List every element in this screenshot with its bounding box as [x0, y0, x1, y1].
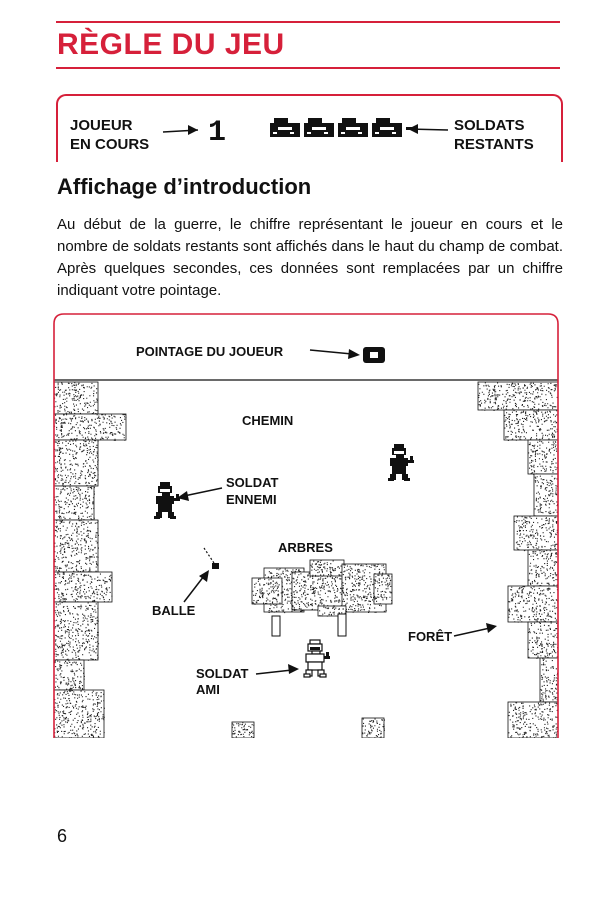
- friendly-soldier-icon: [303, 639, 330, 678]
- arrow-left-icon: [177, 487, 223, 501]
- tree-trunk: [337, 613, 347, 637]
- enemy-soldier-icon: [388, 444, 414, 481]
- soldiers-remaining-icons: [270, 118, 414, 137]
- speckle-dots: [508, 702, 558, 738]
- hud-display-panel: 1 JOUEUR EN COURS SOLDATS RESTANTS: [56, 94, 563, 162]
- speckle-block: [373, 573, 393, 605]
- forest-label: FORÊT: [408, 629, 452, 644]
- arrow-head: [408, 124, 418, 134]
- hud-graphics: 1: [162, 116, 449, 150]
- header-rule-top: [56, 21, 560, 23]
- speckle-dots: [292, 572, 353, 612]
- path-label: CHEMIN: [242, 413, 293, 428]
- bullet-icon: [203, 547, 219, 569]
- speckle-dots: [310, 560, 344, 577]
- speckle-dots: [232, 722, 255, 738]
- friend-label-line1: SOLDAT: [196, 666, 249, 681]
- arrow-up-icon: [183, 570, 209, 603]
- speckle-block: [54, 413, 127, 441]
- soldiers-remaining-label-line1: SOLDATS: [454, 117, 525, 134]
- forest-left: [54, 381, 127, 738]
- speckle-dots: [54, 440, 99, 487]
- speckle-dots: [528, 440, 558, 475]
- speckle-block: [54, 659, 85, 691]
- speckle-dots: [54, 690, 105, 738]
- speckle-dots: [374, 574, 393, 605]
- section-title: Affichage d’introduction: [57, 174, 312, 199]
- speckle-dots: [54, 486, 95, 521]
- arrow-right-icon: [453, 623, 497, 637]
- trees-label: ARBRES: [278, 540, 333, 555]
- score-label: POINTAGE DU JOUEUR: [136, 344, 284, 359]
- speckle-block: [533, 473, 558, 517]
- playfield-border: [53, 313, 559, 738]
- trees-icon: [251, 559, 393, 637]
- speckle-block: [503, 409, 558, 441]
- arrow-right-icon: [309, 349, 360, 359]
- speckle-dots: [514, 516, 558, 552]
- enemy-soldier-icon: [154, 482, 180, 519]
- soldier-tank-icon: [338, 118, 368, 137]
- current-player-label: JOUEUR EN COURS: [70, 116, 149, 154]
- arrow-head: [188, 125, 198, 135]
- speckle-dots: [540, 658, 558, 702]
- page-title: RÈGLE DU JEU: [57, 28, 285, 61]
- soldier-tank-icon: [304, 118, 334, 137]
- speckle-dots: [478, 382, 558, 411]
- speckle-dots: [362, 718, 385, 738]
- soldier-tank-icon: [270, 118, 300, 137]
- arrow-left-icon: [407, 124, 449, 134]
- speckle-dots: [54, 602, 100, 661]
- enemy-label-line2: ENNEMI: [226, 492, 277, 507]
- forest-right: [477, 381, 558, 738]
- intro-paragraph: Au début de la guerre, le chiffre représ…: [57, 216, 563, 299]
- speckle-dots: [508, 586, 558, 623]
- friend-label-line2: AMI: [196, 682, 220, 697]
- soldier-tank-icon: [372, 118, 402, 137]
- bullet-label: BALLE: [152, 603, 196, 618]
- soldiers-remaining-label-line2: RESTANTS: [454, 136, 534, 153]
- speckle-dots: [528, 622, 558, 659]
- speckle-block: [54, 601, 99, 661]
- speckle-dots: [528, 550, 558, 588]
- arrow-right-icon: [162, 125, 199, 135]
- speckle-dots: [319, 606, 348, 617]
- speckle-dots: [252, 578, 284, 605]
- bottom-bushes: [231, 717, 385, 738]
- score-digit-zero: [363, 347, 385, 363]
- speckle-dots: [342, 564, 387, 613]
- page-number: 6: [57, 826, 68, 846]
- speckle-dots: [54, 520, 99, 574]
- speckle-dots: [264, 568, 306, 614]
- header-rule-bottom: [56, 67, 560, 69]
- playfield-diagram: POINTAGE DU JOUEUR CHEMIN SOLDAT ENNEMI …: [53, 313, 559, 738]
- current-player-label-line2: EN COURS: [70, 136, 150, 153]
- soldiers-remaining-label: SOLDATS RESTANTS: [454, 116, 534, 154]
- arrow-right-icon: [255, 664, 299, 675]
- player-number: 1: [208, 116, 226, 150]
- tree-trunk: [271, 615, 281, 637]
- speckle-block: [54, 689, 105, 738]
- current-player-label-line1: JOUEUR: [70, 117, 133, 134]
- speckle-dots: [54, 382, 98, 415]
- enemy-label-line1: SOLDAT: [226, 475, 279, 490]
- speckle-dots: [534, 475, 558, 517]
